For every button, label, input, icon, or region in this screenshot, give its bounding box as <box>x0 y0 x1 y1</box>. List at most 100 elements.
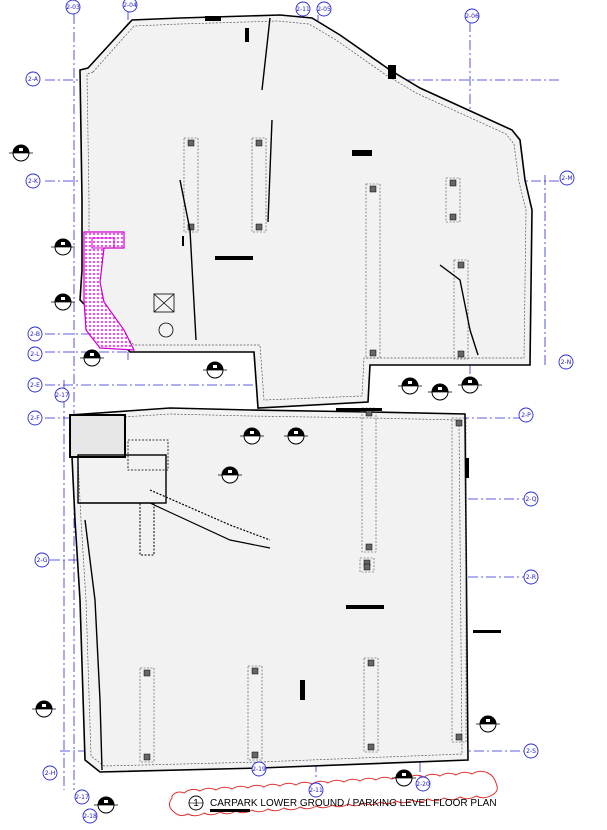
grid-bubble-2-f: 2-F <box>27 410 43 426</box>
grid-bubble-2-19: 2-19 <box>251 761 267 777</box>
grid-bubble-label: 2-04 <box>123 2 137 9</box>
column-outline <box>183 137 199 233</box>
drawing-title: CARPARK LOWER GROUND / PARKING LEVEL FLO… <box>210 798 497 809</box>
section-marker <box>32 700 56 718</box>
column-cap <box>255 139 263 147</box>
column-outline <box>251 137 267 233</box>
grid-bubble-2-a: 2-A <box>25 71 41 87</box>
grid-bubble-label: 2-06 <box>465 13 479 20</box>
grid-bubble-label: 2-P <box>521 412 531 419</box>
wall-segment <box>261 17 271 91</box>
column-cap <box>143 753 151 761</box>
column-cap <box>251 667 259 675</box>
grid-bubble-2-r: 2-R <box>523 569 539 585</box>
title-block: 1 CARPARK LOWER GROUND / PARKING LEVEL F… <box>168 770 498 817</box>
grid-bubble-label: 2-17 <box>55 392 69 399</box>
grid-bubble-label: 2-A <box>28 76 39 83</box>
grid-bubble-2-17b: 2-17 <box>74 789 90 805</box>
section-marker <box>458 376 482 394</box>
column-cap <box>457 261 465 269</box>
grid-bubble-label: 2-11 <box>296 6 310 13</box>
annotation-mark <box>182 236 184 246</box>
column-outline <box>453 259 469 360</box>
section-marker <box>94 796 118 814</box>
grid-bubble-2-03: 2-03 <box>65 0 81 15</box>
wall-segment <box>439 264 479 356</box>
structural-columns <box>84 16 501 771</box>
column-outline <box>139 667 155 763</box>
section-marker <box>240 427 264 445</box>
column-cap <box>187 139 195 147</box>
annotation-mark <box>336 408 382 411</box>
grid-bubble-label: 2-E <box>30 382 40 389</box>
grid-bubble-label: 2-05 <box>317 6 331 13</box>
annotation-mark <box>465 458 469 478</box>
section-marker <box>476 715 500 733</box>
column-cap <box>449 213 457 221</box>
grid-bubble-2-n: 2-N <box>558 354 574 370</box>
wall-segment <box>179 179 197 341</box>
stair-core-hatched <box>83 231 136 351</box>
section-marker <box>284 427 308 445</box>
column-cap <box>455 733 463 741</box>
column-cap <box>367 743 375 751</box>
upper-floor-slab <box>79 14 533 409</box>
grid-bubble-2-l: 2-L <box>27 346 43 362</box>
grid-bubble-label: 2-03 <box>66 4 80 11</box>
section-marker <box>398 377 422 395</box>
column-cap <box>449 179 457 187</box>
annotation-mark <box>352 150 372 156</box>
grid-bubble-2-05: 2-05 <box>316 1 332 17</box>
annotation-mark <box>245 28 249 42</box>
lower-core-walls <box>69 414 271 556</box>
section-marker <box>9 144 33 162</box>
grid-bubble-label: 2-S <box>526 748 536 755</box>
grid-bubble-label: 2-20 <box>416 781 430 788</box>
wall-segment <box>84 519 103 771</box>
grid-bubble-2-k: 2-K <box>25 173 41 189</box>
grid-bubble-2-g: 2-G <box>34 552 50 568</box>
grid-bubble-2-18: 2-18 <box>82 808 98 824</box>
grid-bubble-2-04: 2-04 <box>122 0 138 13</box>
grid-bubble-2-h: 2-H <box>42 765 58 781</box>
grid-bubble-2-11: 2-11 <box>295 1 311 17</box>
section-marker <box>203 361 227 379</box>
grid-bubble-2-20: 2-20 <box>415 776 431 792</box>
column-outline <box>359 557 375 573</box>
section-marker <box>51 238 75 256</box>
annotation-mark <box>388 65 396 79</box>
column-cap <box>365 543 373 551</box>
column-cap <box>251 751 259 759</box>
column-outline <box>247 665 263 761</box>
column-cap <box>143 669 151 677</box>
grid-bubble-label: 2-G <box>37 557 48 564</box>
shaft-box <box>153 293 175 338</box>
section-marker <box>392 769 416 787</box>
grid-bubble-label: 2-18 <box>83 813 97 820</box>
annotation-mark <box>205 16 221 21</box>
grid-bubble-2-p: 2-P <box>518 407 534 423</box>
grid-bubble-2-17a: 2-17 <box>54 387 70 403</box>
grid-bubble-label: 2-Q <box>526 496 537 503</box>
grid-bubble-label: 2-17 <box>75 794 89 801</box>
column-cap <box>363 563 371 571</box>
column-cap <box>457 350 465 358</box>
grid-bubble-2-06: 2-06 <box>464 8 480 24</box>
grid-bubble-label: 2-L <box>30 351 40 358</box>
section-marker <box>80 349 104 367</box>
annotation-mark <box>473 630 501 633</box>
column-cap <box>367 659 375 667</box>
grid-bubble-2-11b: 2-11 <box>308 782 324 798</box>
grid-bubble-label: 2-K <box>28 178 39 185</box>
column-cap <box>369 349 377 357</box>
grid-bubble-label: 2-F <box>30 415 40 422</box>
column-cap <box>187 223 195 231</box>
lower-floor-slab <box>69 407 469 773</box>
wall-segment <box>267 119 273 223</box>
grid-bubble-2-b: 2-B <box>27 326 43 342</box>
annotation-mark <box>346 605 384 609</box>
grid-bubble-label: 2-19 <box>252 766 266 773</box>
column-cap <box>255 223 263 231</box>
